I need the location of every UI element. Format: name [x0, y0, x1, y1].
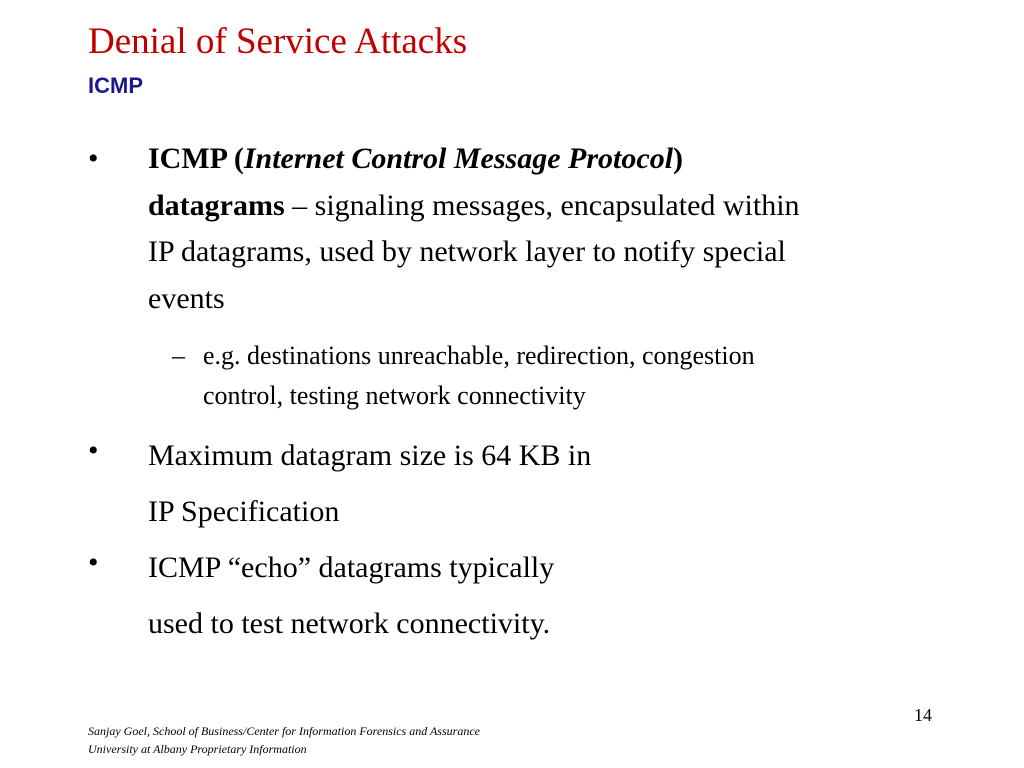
bullet-line: events: [148, 281, 225, 315]
bold-text: ): [673, 142, 684, 175]
sub-bullet-line: e.g. destinations unreachable, redirecti…: [203, 341, 755, 370]
bold-text: datagrams: [148, 188, 285, 222]
sub-bullet-line: control, testing network connectivity: [203, 381, 586, 410]
bullet-marker: •: [88, 142, 99, 175]
bullet-item-icmp-definition: ICMP (Internet Control Message Protocol)…: [148, 136, 800, 322]
footer-credits: Sanjay Goel, School of Business/Center f…: [88, 722, 480, 758]
bullet-line: datagrams – signaling messages, encapsul…: [148, 183, 800, 230]
bullet-line: IP Specification: [148, 495, 340, 528]
bullet-line: ICMP (Internet Control Message Protocol): [148, 136, 800, 183]
bullet-item-echo: ICMP “echo” datagrams typically used to …: [148, 540, 554, 652]
page-number: 14: [914, 705, 932, 725]
bullet-line: ICMP “echo” datagrams typically: [148, 551, 555, 584]
sub-bullet-marker: –: [172, 341, 185, 370]
italic-text: Internet Control Message Protocol: [243, 142, 674, 175]
bullet-marker: •: [88, 546, 99, 579]
slide-title: Denial of Service Attacks: [88, 21, 468, 62]
footer-line: Sanjay Goel, School of Business/Center f…: [88, 724, 480, 738]
bullet-item-max-size: Maximum datagram size is 64 KB in IP Spe…: [148, 428, 591, 540]
slide-subtitle: ICMP: [88, 73, 143, 98]
bullet-line: used to test network connectivity.: [148, 607, 551, 640]
bold-text: ICMP (: [148, 142, 244, 175]
bullet-line: Maximum datagram size is 64 KB in: [148, 439, 592, 472]
sub-bullet-item-examples: e.g. destinations unreachable, redirecti…: [203, 336, 755, 416]
bullet-marker: •: [88, 434, 99, 467]
bullet-line: IP datagrams, used by network layer to n…: [148, 235, 786, 268]
footer-line: University at Albany Proprietary Informa…: [88, 742, 307, 756]
body-text: – signaling messages, encapsulated withi…: [284, 188, 800, 222]
